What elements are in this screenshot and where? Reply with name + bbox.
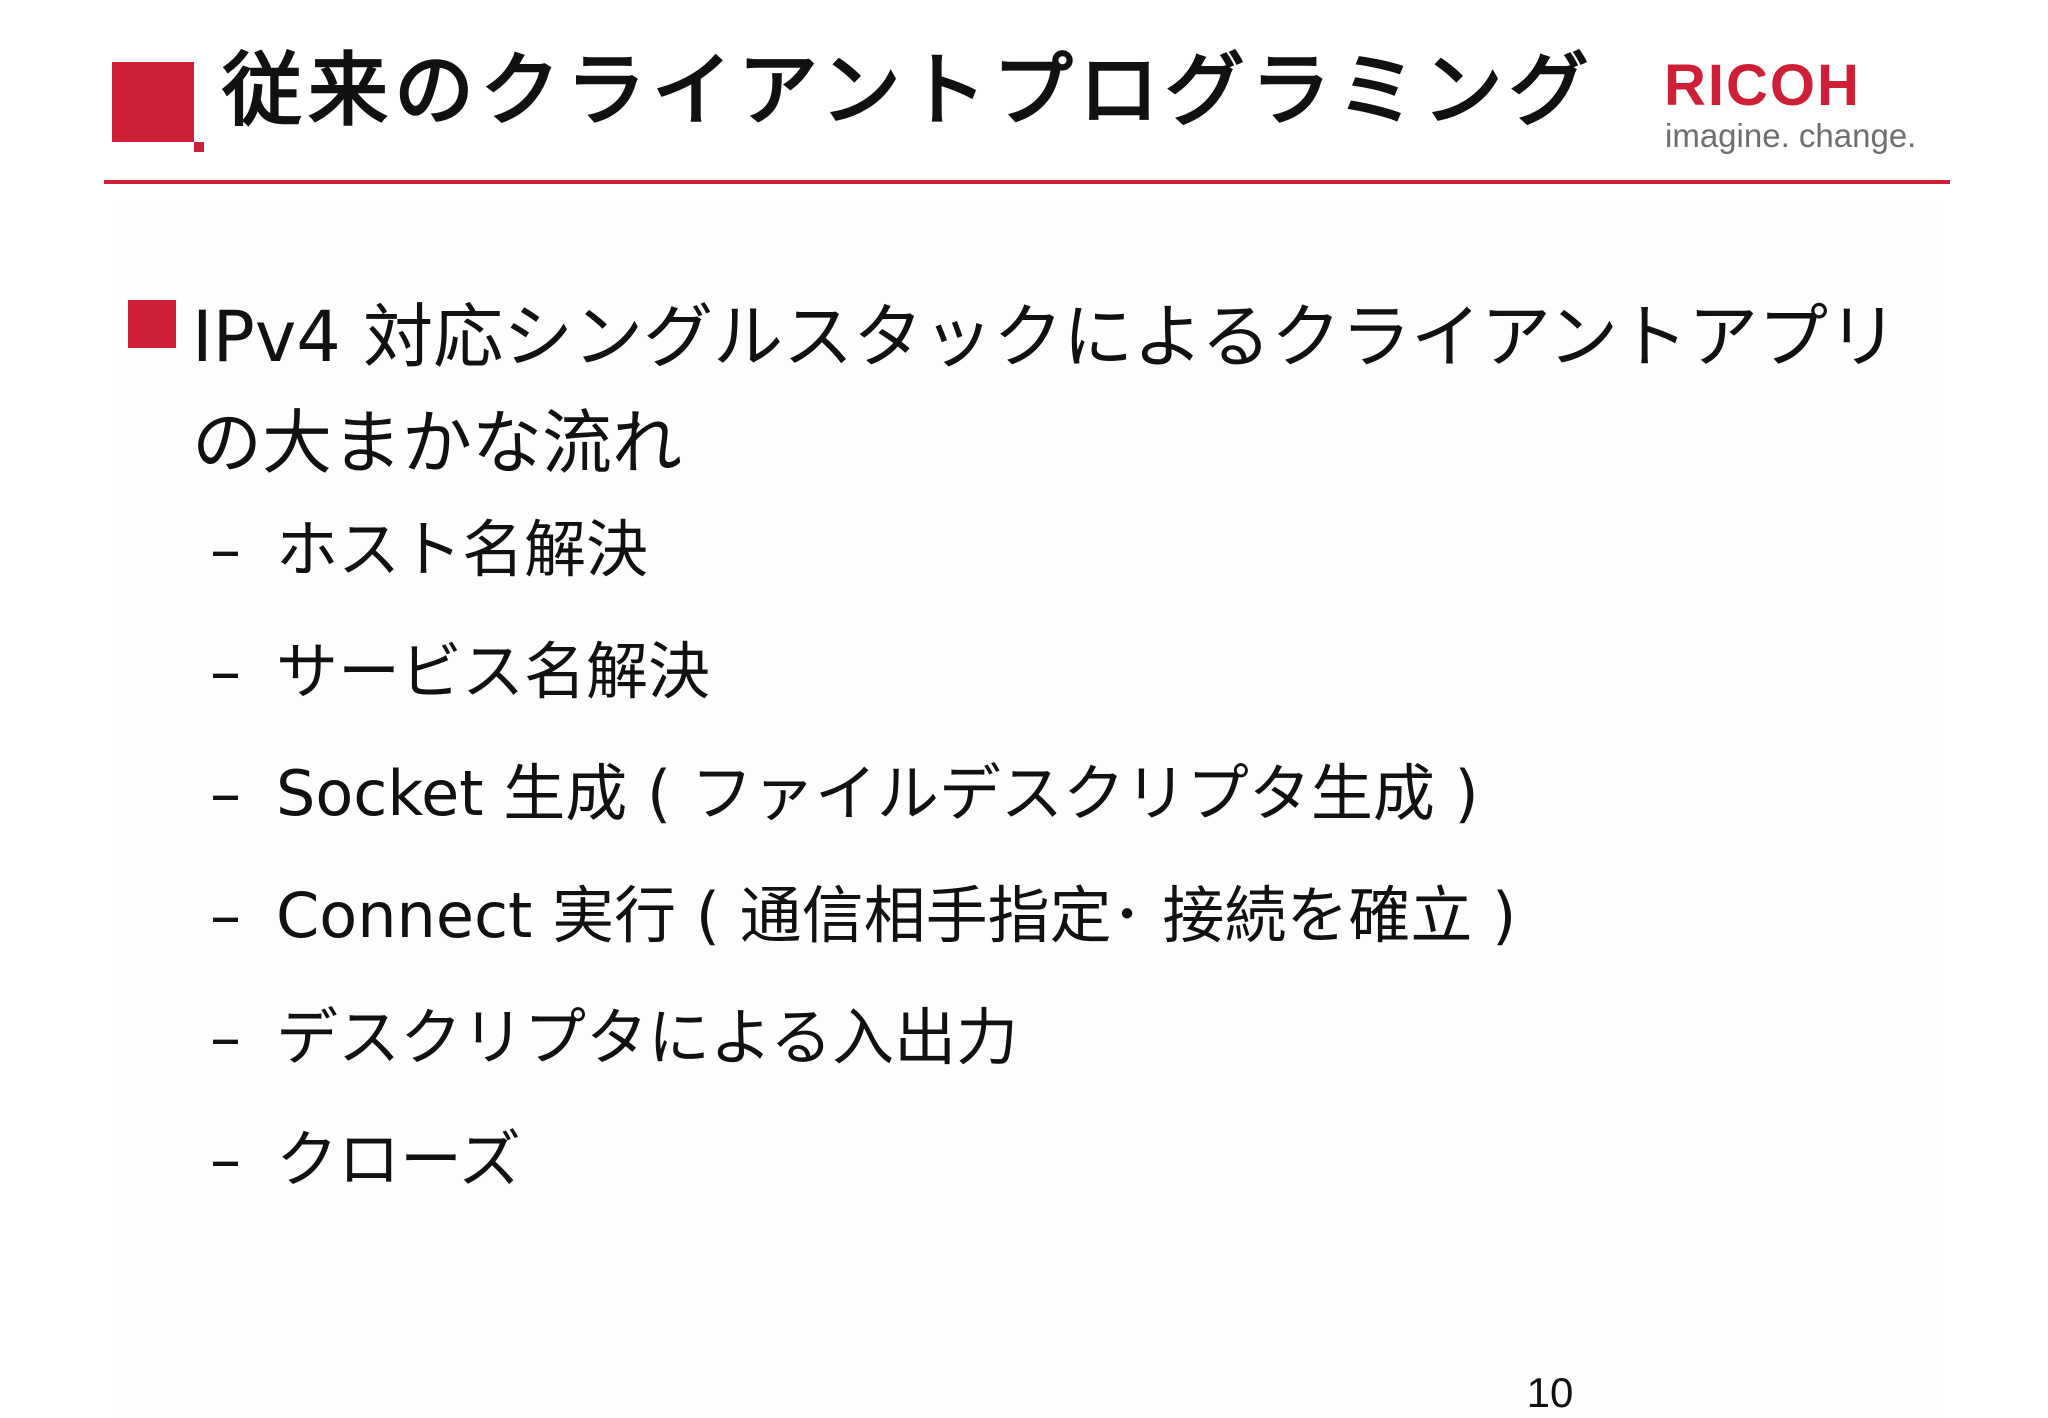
step-item: – サービス名解決	[210, 622, 1516, 744]
step-text: クローズ	[276, 1123, 521, 1196]
dash-marker: –	[210, 757, 241, 830]
title-divider	[104, 180, 1950, 184]
step-list: – ホスト名解決 – サービス名解決 – Socket 生成 ( ファイルデスク…	[210, 500, 1516, 1232]
dash-marker: –	[210, 635, 241, 708]
step-text: サービス名解決	[276, 635, 711, 708]
step-item: – Socket 生成 ( ファイルデスクリプタ生成 )	[210, 744, 1516, 866]
dash-marker: –	[210, 1001, 241, 1074]
logo-tagline: imagine. change.	[1665, 117, 1916, 154]
dash-marker: –	[210, 1123, 241, 1196]
step-item: – ホスト名解決	[210, 500, 1516, 622]
step-text: デスクリプタによる入出力	[276, 1001, 1019, 1074]
step-text: ホスト名解決	[276, 513, 649, 586]
ricoh-logo: RICOH imagine. change.	[1664, 55, 1916, 154]
bullet-square-icon	[128, 300, 176, 348]
title-marker	[112, 62, 194, 142]
step-item: – クローズ	[210, 1110, 1516, 1232]
title-marker-notch	[194, 142, 204, 152]
step-item: – デスクリプタによる入出力	[210, 988, 1516, 1110]
logo-brand: RICOH	[1664, 55, 1861, 118]
dash-marker: –	[210, 879, 241, 952]
slide-background	[113, 200, 1943, 1418]
main-bullet-text: IPv4 対応シングルスタックによるクライアントアプリの大まかな流れ	[192, 296, 1899, 484]
dash-marker: –	[210, 513, 241, 586]
slide-title: 従来のクライアントプログラミング	[222, 44, 1595, 137]
step-text: Connect 実行 ( 通信相手指定･ 接続を確立 )	[276, 879, 1517, 952]
step-item: – Connect 実行 ( 通信相手指定･ 接続を確立 )	[210, 866, 1516, 988]
page-number: 10	[1526, 1369, 1574, 1416]
step-text: Socket 生成 ( ファイルデスクリプタ生成 )	[276, 757, 1479, 830]
